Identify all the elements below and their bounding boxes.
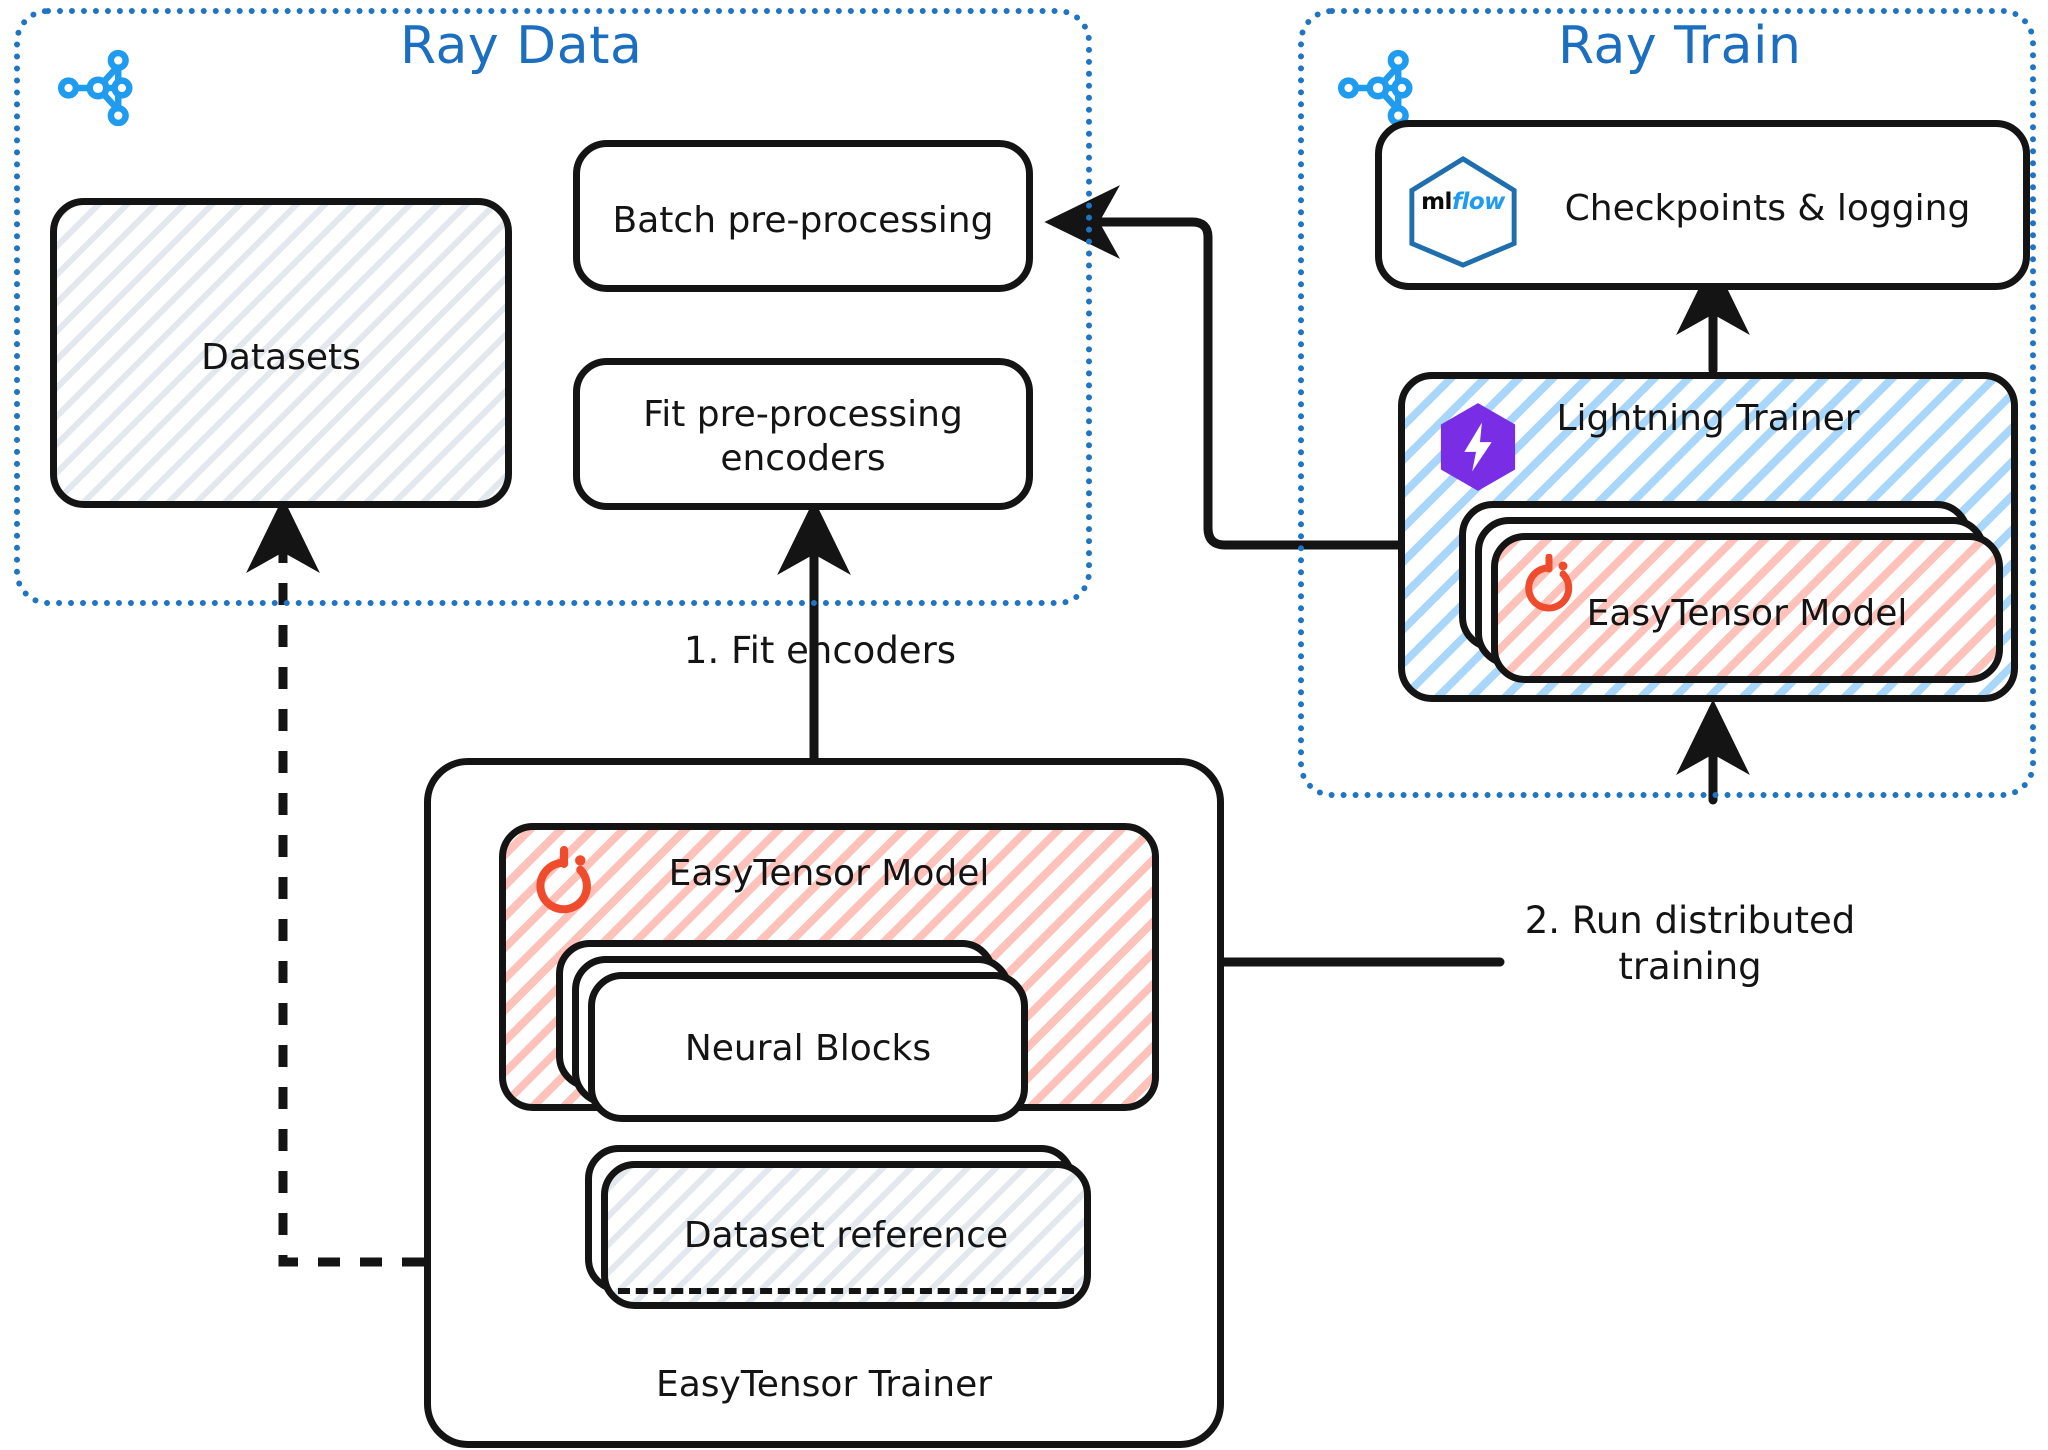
node-batch-preprocessing[interactable]: Batch pre-processing xyxy=(573,140,1033,292)
node-checkpoints[interactable]: mlflow Checkpoints & logging xyxy=(1375,120,2030,290)
ray-logo-icon xyxy=(57,49,133,127)
node-datasets-label: Datasets xyxy=(201,337,361,378)
node-easytensor-trainer-label: EasyTensor Trainer xyxy=(655,1364,993,1405)
group-title-ray-data: Ray Data xyxy=(400,16,643,76)
node-easytensor-model-train[interactable]: EasyTensor Model xyxy=(1491,533,2003,683)
node-easytensor-trainer[interactable]: EasyTensor Model Neural Blocks Dataset r… xyxy=(424,758,1224,1448)
edge-label-step2: 2. Run distributed training xyxy=(1524,899,1856,989)
node-easytensor-model-main-label: EasyTensor Model xyxy=(668,853,990,894)
node-datasets[interactable]: Datasets xyxy=(50,198,512,508)
node-lightning-trainer[interactable]: Lightning Trainer EasyTensor Model xyxy=(1398,372,2018,702)
group-title-ray-train: Ray Train xyxy=(1558,16,1802,76)
mlflow-wordmark: mlflow xyxy=(1421,189,1505,215)
node-dataset-reference-label: Dataset reference xyxy=(683,1215,1009,1256)
node-checkpoints-label: Checkpoints & logging xyxy=(1564,188,1971,229)
pytorch-flame-icon xyxy=(1525,554,1573,612)
node-fit-encoders[interactable]: Fit pre-processing encoders xyxy=(573,358,1033,510)
group-ray-train xyxy=(1298,8,2036,798)
dataset-reference-dashed-edge xyxy=(618,1288,1074,1294)
node-neural-blocks-label: Neural Blocks xyxy=(684,1028,932,1069)
lightning-bolt-icon xyxy=(1440,403,1516,491)
group-ray-data xyxy=(14,8,1092,606)
node-neural-blocks[interactable]: Neural Blocks xyxy=(588,972,1028,1122)
node-fit-encoders-label: Fit pre-processing encoders xyxy=(643,394,963,479)
node-batch-preprocessing-label: Batch pre-processing xyxy=(612,200,994,241)
ray-logo-icon xyxy=(1337,49,1413,127)
node-easytensor-model-main[interactable]: EasyTensor Model Neural Blocks xyxy=(499,823,1159,1122)
edge-label-step1: 1. Fit encoders xyxy=(683,629,957,672)
node-dataset-reference[interactable]: Dataset reference xyxy=(601,1161,1091,1309)
pytorch-flame-icon xyxy=(536,846,591,914)
mlflow-icon xyxy=(1409,156,1517,268)
